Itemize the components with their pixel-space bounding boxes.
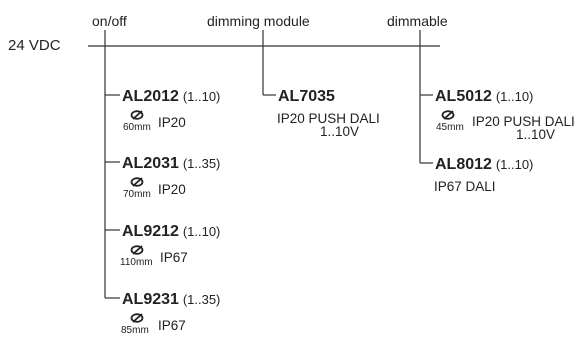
cutout-diameter-icon — [130, 313, 144, 323]
item-spec-line2: 1..10V — [516, 127, 556, 142]
item-code: AL7035 — [278, 88, 335, 105]
header-onoff: on/off — [92, 13, 127, 29]
item-spec: IP20 — [158, 115, 186, 130]
item-range: (1..35) — [182, 156, 221, 171]
cutout-diameter-icon — [130, 245, 144, 255]
item-code: AL2031 — [122, 155, 179, 172]
item-range: (1..10) — [495, 157, 534, 172]
item-code: AL5012 — [435, 88, 492, 105]
item-spec-line1: IP20 PUSH DALI — [277, 111, 380, 126]
item-spec-line1: IP67 DALI — [434, 179, 496, 194]
header-dimming-module: dimming module — [207, 13, 310, 29]
item-cutout: 110mm — [120, 257, 153, 268]
item-cutout: 70mm — [123, 189, 151, 200]
item-range: (1..10) — [182, 224, 221, 239]
item-spec-line2: 1..10V — [320, 124, 360, 139]
item-code: AL9212 — [122, 223, 179, 240]
item-range: (1..35) — [182, 292, 221, 307]
item-spec: IP67 — [158, 318, 186, 333]
item-cutout: 60mm — [123, 122, 151, 133]
item-spec: IP20 — [158, 182, 186, 197]
cutout-diameter-icon — [441, 110, 455, 120]
item-cutout: 85mm — [121, 325, 149, 336]
header-dimmable: dimmable — [387, 13, 448, 29]
item-spec: IP67 — [160, 250, 188, 265]
item-code: AL9231 — [122, 291, 179, 308]
item-spec-line1: IP20 PUSH DALI — [472, 114, 575, 129]
item-range: (1..10) — [182, 89, 221, 104]
item-range: (1..10) — [495, 89, 534, 104]
cutout-diameter-icon — [130, 110, 144, 120]
item-code: AL8012 — [435, 156, 492, 173]
cutout-diameter-icon — [130, 177, 144, 187]
item-cutout: 45mm — [436, 122, 464, 133]
item-code: AL2012 — [122, 88, 179, 105]
supply-label: 24 VDC — [8, 37, 61, 54]
